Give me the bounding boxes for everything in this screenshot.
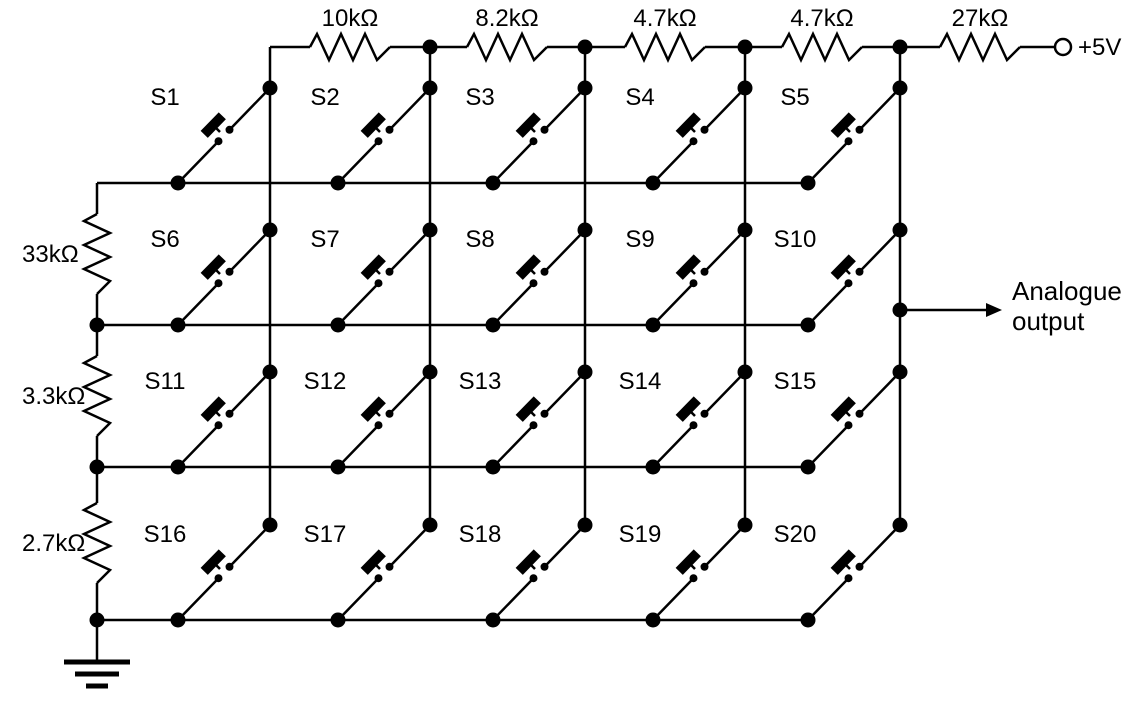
switch-symbol-s10 [801,223,908,333]
supply-label: +5V [1078,34,1121,61]
switch-label: S7 [310,226,339,253]
row-wires [97,181,808,622]
switch-label: S4 [625,84,654,111]
junction-dot [577,39,593,55]
switch-label: S17 [304,521,347,548]
switch-symbol-s7 [331,223,438,333]
output-label-line2: output [1012,306,1085,336]
junction-dot [737,39,753,55]
resistor-symbol-27k [938,32,1022,62]
resistor-label: 4.7kΩ [790,5,853,32]
junction-dot [89,317,105,333]
switch-label: S13 [459,368,502,395]
switch-symbol-s5 [801,81,908,191]
switch-label: S10 [774,226,817,253]
switch-label: S8 [465,226,494,253]
switch-symbol-s1 [171,81,278,191]
resistor-label: 3.3kΩ [22,383,85,410]
resistor-label: 8.2kΩ [475,5,538,32]
switch-label: S3 [465,84,494,111]
switch-label: S11 [145,368,186,395]
resistor-label: 27kΩ [952,5,1009,32]
resistor-symbol-33k [82,212,112,296]
resistor-symbol-4k7b [780,32,864,62]
junction-dot [422,39,438,55]
switch-symbol-s6 [171,223,278,333]
junction-dot [89,612,105,628]
resistor-symbol-2k7 [82,501,112,585]
output-arrow [900,303,1002,317]
switch-label: S20 [774,521,817,548]
switch-symbol-s14 [646,365,753,475]
resistor-label: 10kΩ [322,5,379,32]
switch-label: S1 [150,84,179,111]
switch-label: S15 [774,368,817,395]
supply-terminal [1053,37,1073,57]
switch-symbol-s2 [331,81,438,191]
switch-symbol-s13 [486,365,593,475]
switch-symbol-s12 [331,365,438,475]
resistor-symbol-8k2 [465,32,549,62]
junction-dot [892,39,908,55]
switch-symbol-s17 [331,518,438,628]
switch-label: S6 [150,226,179,253]
switch-symbol-s15 [801,365,908,475]
resistor-label: 33kΩ [22,241,79,268]
output-label-line1: Analogue [1012,276,1122,306]
switch-label: S9 [625,226,654,253]
switch-symbol-s19 [646,518,753,628]
resistor-symbol-4k7a [623,32,707,62]
switch-symbol-s3 [486,81,593,191]
resistor-symbol-3k3 [82,354,112,438]
junction-dot [89,459,105,475]
switch-symbol-s16 [171,518,278,628]
switch-symbol-s20 [801,518,908,628]
switch-label: S18 [459,521,502,548]
switch-label: S16 [144,521,187,548]
switch-label: S12 [304,368,347,395]
switch-label: S14 [619,368,662,395]
switch-label: S2 [310,84,339,111]
switch-label: S5 [780,84,809,111]
switch-symbol-s4 [646,81,753,191]
resistor-label: 2.7kΩ [22,530,85,557]
switch-label: S19 [619,521,662,548]
switch-symbol-s8 [486,223,593,333]
switch-symbol-s18 [486,518,593,628]
switch-symbol-s9 [646,223,753,333]
ground-symbol [64,659,130,689]
column-wires [268,47,902,525]
resistor-symbol-10k [308,32,392,62]
resistor-label: 4.7kΩ [633,5,696,32]
switch-symbol-s11 [171,365,278,475]
